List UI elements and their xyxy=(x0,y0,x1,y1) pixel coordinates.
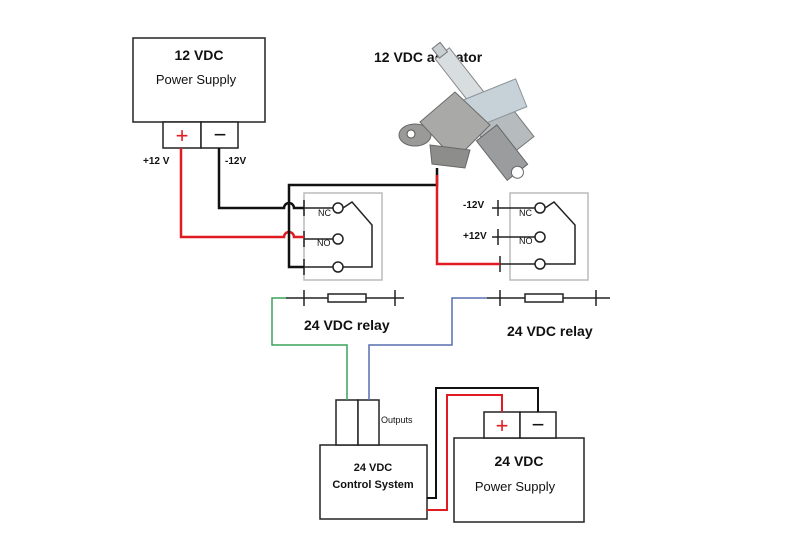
wire-red-actuator xyxy=(435,175,500,266)
psu-24vdc: + − 24 VDC Power Supply xyxy=(453,411,585,523)
minus-icon: − xyxy=(214,122,227,147)
psu-24vdc-title: 24 VDC xyxy=(494,453,543,469)
wire-black-24v xyxy=(427,387,539,499)
psu-12vdc: 12 VDC Power Supply + − +12 V -12V xyxy=(132,37,266,167)
wire-green-coil xyxy=(271,297,348,400)
output-terminal-2 xyxy=(357,399,380,446)
psu-12vdc-subtitle: Power Supply xyxy=(156,72,237,87)
relay-1-no: NO xyxy=(317,238,331,248)
relay-1-label: 24 VDC relay xyxy=(304,317,390,333)
relay-2-nc: NC xyxy=(519,208,532,218)
plus-icon-24: + xyxy=(496,413,509,438)
control-system: Outputs 24 VDC Control System xyxy=(319,399,428,520)
psu-12vdc-title: 12 VDC xyxy=(174,47,223,63)
wire-black-actuator xyxy=(287,168,439,269)
relay-2-label: 24 VDC relay xyxy=(507,323,593,339)
wire-red-24v xyxy=(427,394,503,511)
relay-1: NC NO 24 VDC relay xyxy=(286,192,404,333)
plus-terminal-24 xyxy=(483,411,521,439)
actuator-label: 12 VDC actuator xyxy=(374,49,483,65)
relay-2: NC NO -12V +12V 24 VDC relay xyxy=(463,192,610,339)
psu-24vdc-subtitle: Power Supply xyxy=(475,479,556,494)
relay-2-no-input: +12V xyxy=(463,231,487,242)
minus-icon-24: − xyxy=(532,412,545,437)
control-line2: Control System xyxy=(332,479,414,491)
control-line1: 24 VDC xyxy=(354,462,393,474)
relay-2-no: NO xyxy=(519,236,533,246)
relay-2-nc-input: -12V xyxy=(463,200,484,211)
wire-blue-coil xyxy=(368,297,487,400)
outputs-label: Outputs xyxy=(381,415,413,425)
relay-1-nc: NC xyxy=(318,208,331,218)
plus-12v-label: +12 V xyxy=(143,156,170,167)
actuator-12vdc: 12 VDC actuator xyxy=(374,41,535,181)
output-terminal-1 xyxy=(335,399,359,446)
minus-terminal-24 xyxy=(519,411,557,439)
plus-icon: + xyxy=(176,123,189,148)
minus-12v-label: -12V xyxy=(225,156,246,167)
